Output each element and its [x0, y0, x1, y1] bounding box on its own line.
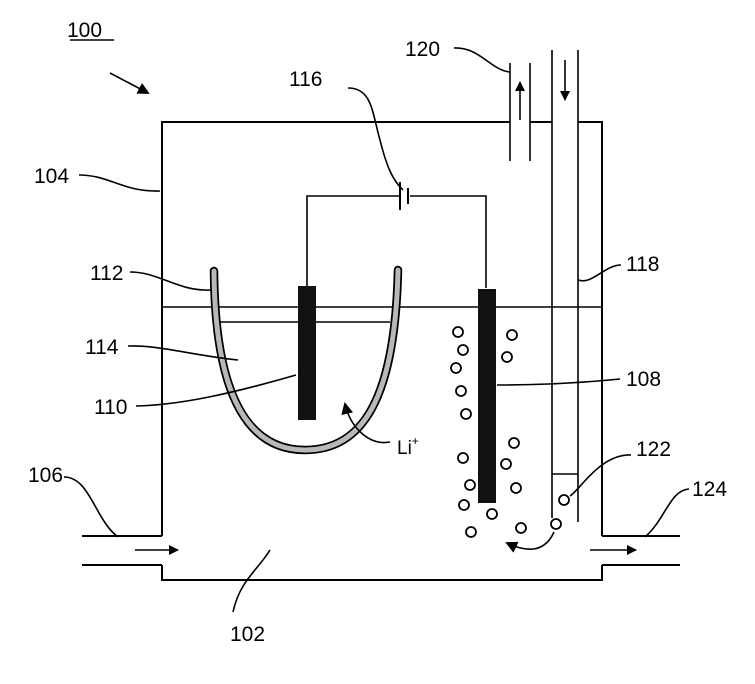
label-112: 112	[90, 262, 123, 285]
leader-lines	[64, 40, 689, 612]
label-116: 116	[289, 68, 322, 91]
tank-wall	[162, 122, 602, 536]
label-114: 114	[85, 336, 119, 359]
label-122: 122	[636, 438, 671, 461]
gas-inlet-pipe	[552, 50, 578, 522]
ref-100-arrow	[110, 73, 148, 93]
label-108: 108	[626, 368, 661, 391]
label-102: 102	[230, 623, 265, 646]
cathode-electrode	[478, 289, 496, 503]
tank-bottom	[162, 565, 602, 580]
ion-symbol: Li	[397, 438, 412, 459]
label-120: 120	[405, 38, 440, 61]
ion-label: Li+	[397, 434, 419, 459]
label-118: 118	[626, 253, 659, 276]
label-106: 106	[28, 464, 63, 487]
anode-electrode	[298, 286, 316, 420]
label-100: 100	[67, 19, 102, 42]
label-104: 104	[34, 165, 69, 188]
ion-charge: +	[412, 434, 419, 448]
inlet-pipe	[82, 536, 178, 565]
outlet-pipe	[590, 536, 680, 565]
gas-outlet-pipe	[510, 63, 530, 161]
label-110: 110	[94, 396, 127, 419]
label-124: 124	[692, 478, 727, 501]
bubble-flow-arrow	[507, 532, 554, 549]
